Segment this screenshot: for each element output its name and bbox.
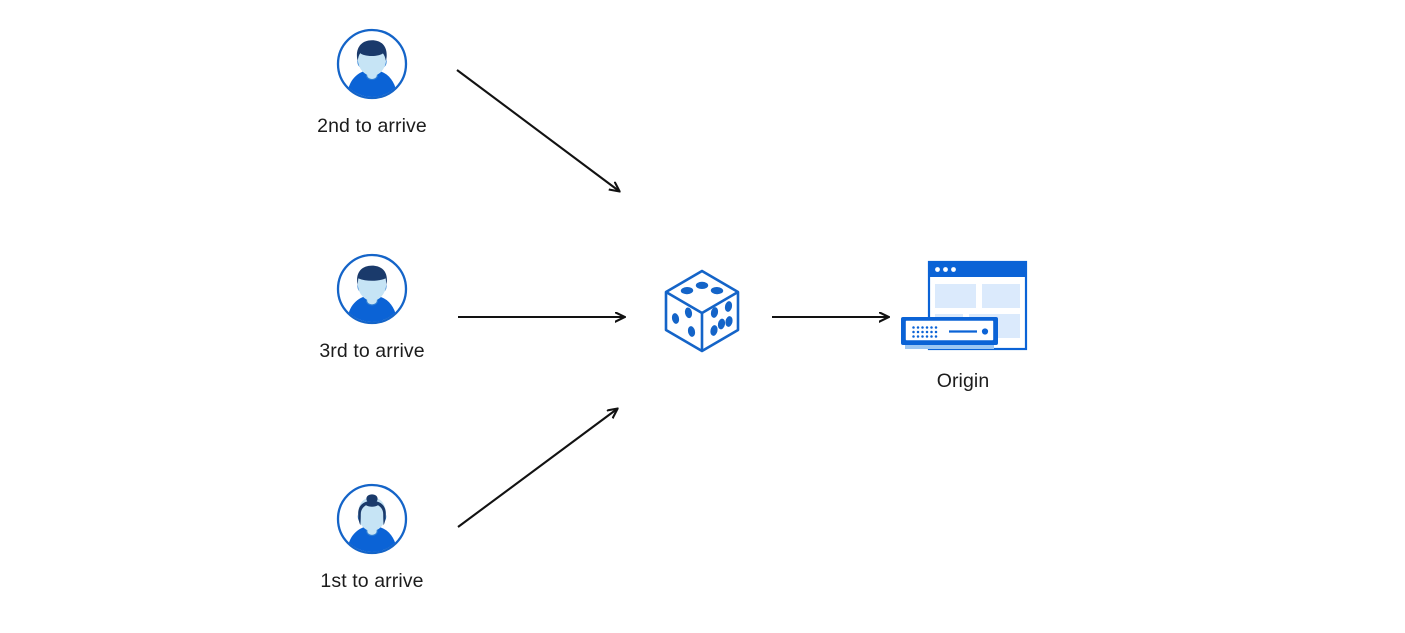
origin-node[interactable]: Origin — [897, 258, 1029, 391]
origin-server-browser-icon — [901, 260, 1028, 351]
client-node-2nd[interactable]: 2nd to arrive — [317, 28, 427, 136]
client-node-1st[interactable]: 1st to arrive — [320, 483, 423, 591]
arrow-1st-to-balancer — [457, 409, 617, 528]
client-label-1st: 1st to arrive — [320, 570, 424, 592]
origin-label: Origin — [936, 370, 990, 392]
user-avatar-icon — [336, 483, 408, 555]
client-label-3rd: 3rd to arrive — [319, 340, 425, 362]
server-router-icon — [901, 317, 998, 349]
client-label-2nd: 2nd to arrive — [317, 115, 427, 137]
user-avatar-icon — [336, 253, 408, 325]
dice-cube-icon — [664, 269, 740, 353]
random-balancer-node[interactable] — [662, 268, 742, 354]
client-node-3rd[interactable]: 3rd to arrive — [319, 253, 425, 361]
user-avatar-icon — [336, 28, 408, 100]
